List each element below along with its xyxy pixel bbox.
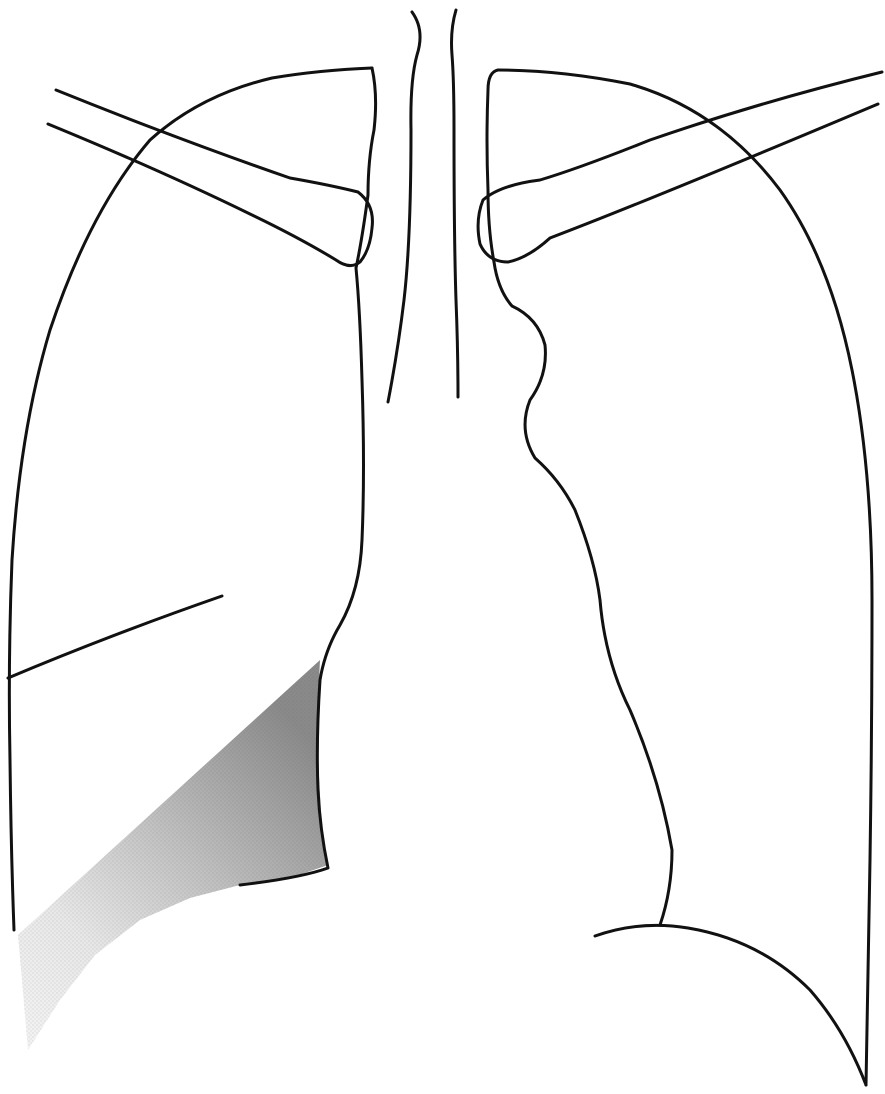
left-lung-outline: [498, 70, 872, 1085]
trachea-left-wall: [388, 12, 420, 402]
trachea-right-wall: [452, 10, 459, 397]
lower-zone-opacity-stipple: [18, 660, 328, 1050]
left-mediastinal-border: [487, 70, 672, 925]
left-hemidiaphragm: [595, 925, 866, 1085]
right-clavicle: [48, 90, 372, 266]
left-clavicle: [478, 72, 882, 262]
horizontal-fissure: [8, 596, 222, 678]
